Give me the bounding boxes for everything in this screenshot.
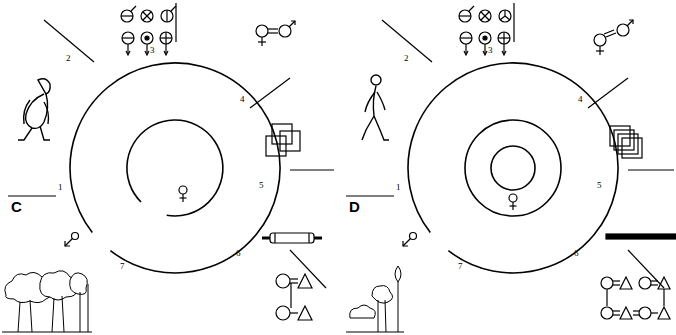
hominid-figure <box>362 75 389 140</box>
divider-line <box>588 78 628 108</box>
inner-ring <box>465 120 561 216</box>
sector-number: 6 <box>574 249 579 258</box>
hominid-figure <box>18 79 50 140</box>
divider-line <box>382 20 432 62</box>
sector-number: 5 <box>597 181 602 190</box>
couple-symbol <box>594 20 633 55</box>
panel-letter: C <box>11 199 22 214</box>
inner-ring <box>127 120 223 216</box>
core-ring <box>491 146 535 190</box>
sector-number: 2 <box>66 54 71 63</box>
overlapping-squares <box>266 124 300 156</box>
rolling-pin <box>262 233 322 243</box>
outer-ring <box>70 63 280 273</box>
panel-c <box>2 3 334 332</box>
kinship-chart <box>276 274 312 320</box>
divider-line <box>290 169 334 170</box>
sector-number: 7 <box>458 262 463 271</box>
male-symbol <box>65 233 79 247</box>
sector-number: 3 <box>150 46 155 55</box>
outer-ring <box>408 63 618 273</box>
panel-d <box>346 3 676 332</box>
divider-line <box>513 3 514 42</box>
female-symbol <box>179 186 187 202</box>
sector-number: 2 <box>404 54 409 63</box>
divider-line <box>44 20 94 62</box>
divider-line <box>8 195 56 196</box>
divider-line <box>628 250 664 288</box>
kinship-symbols <box>121 6 176 55</box>
sector-number: 1 <box>58 183 63 192</box>
sector-number: 3 <box>488 46 493 55</box>
kinship-chart <box>601 277 670 319</box>
stacked-squares <box>610 126 642 158</box>
male-symbol <box>403 233 417 247</box>
sector-number: 1 <box>396 183 401 192</box>
couple-symbol <box>256 21 295 46</box>
divider-line <box>346 195 394 196</box>
panel-letter: D <box>349 199 360 214</box>
sector-number: 5 <box>259 181 264 190</box>
sector-number: 6 <box>236 249 241 258</box>
divider-line <box>628 169 674 170</box>
divider-line <box>250 78 290 108</box>
female-symbol <box>509 194 517 210</box>
cleared-trees <box>346 266 404 332</box>
sector-number: 7 <box>120 262 125 271</box>
sector-number: 4 <box>240 95 245 104</box>
forest-trees <box>2 271 92 332</box>
kinship-symbols <box>459 6 511 55</box>
sector-number: 4 <box>578 95 583 104</box>
rolling-bar <box>606 234 676 239</box>
divider-line <box>290 250 326 288</box>
divider-line <box>175 3 176 42</box>
